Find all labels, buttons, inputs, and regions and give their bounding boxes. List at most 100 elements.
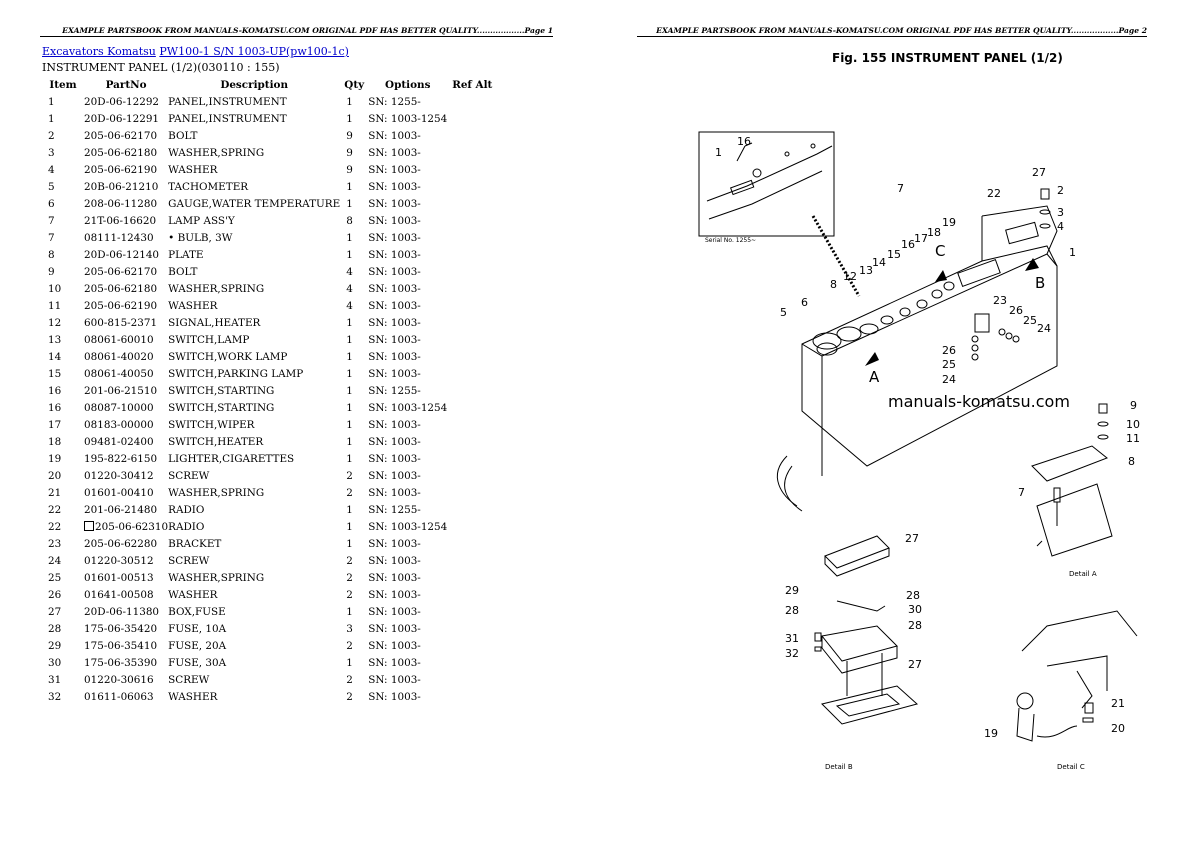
- cell-ref-alt: [447, 535, 497, 552]
- diagram-labels: Fig. 155 INSTRUMENT PANEL (1/2) manuals-…: [705, 51, 1140, 771]
- cell-options: SN: 1003-1254: [368, 520, 448, 533]
- cell-options: SN: 1003-: [368, 350, 421, 363]
- callout-13: 13: [859, 264, 873, 277]
- cell-qty: 1: [346, 605, 353, 618]
- cell-partno: 08111-12430: [84, 231, 154, 244]
- breadcrumb-link-excavators[interactable]: Excavators Komatsu: [42, 45, 156, 58]
- cell-partno: 20D-06-12292: [84, 95, 160, 108]
- cell-item: 28: [48, 622, 62, 635]
- callout-27-holder: 27: [908, 658, 922, 671]
- cell-qty: 9: [346, 129, 353, 142]
- cell-partno: 20B-06-21210: [84, 180, 159, 193]
- cell-item: 16: [48, 401, 62, 414]
- checkbox-mark-icon: [84, 520, 94, 531]
- cell-ref-alt: [447, 484, 497, 501]
- breadcrumb: Excavators Komatsu PW100-1 S/N 1003-UP(p…: [42, 45, 349, 58]
- cell-partno: 21T-06-16620: [84, 214, 157, 227]
- cell-partno: 195-822-6150: [84, 452, 158, 465]
- cell-qty: 1: [346, 418, 353, 431]
- cell-item: 7: [48, 214, 55, 227]
- page-header-right: EXAMPLE PARTSBOOK FROM MANUALS-KOMATSU.C…: [637, 26, 1147, 37]
- page-title: INSTRUMENT PANEL (1/2)(030110 : 155): [42, 61, 280, 74]
- cell-qty: 1: [346, 231, 353, 244]
- cell-qty: 1: [346, 197, 353, 210]
- cell-qty: 1: [346, 384, 353, 397]
- cell-options: SN: 1003-: [368, 537, 421, 550]
- cell-ref-alt: [447, 212, 497, 229]
- cell-options: SN: 1003-: [368, 622, 421, 635]
- cell-item: 5: [48, 180, 55, 193]
- cell-ref-alt: [447, 399, 497, 416]
- cell-item: 1: [48, 112, 55, 125]
- cell-qty: 1: [346, 435, 353, 448]
- cell-qty: 9: [346, 146, 353, 159]
- cell-qty: 8: [346, 214, 353, 227]
- cell-item: 11: [48, 299, 62, 312]
- callout-24-lower: 24: [942, 373, 956, 386]
- cell-qty: 1: [346, 333, 353, 346]
- cell-item: 3: [48, 146, 55, 159]
- callout-23: 23: [993, 294, 1007, 307]
- callout-9: 9: [1130, 399, 1137, 412]
- cell-ref-alt: [447, 586, 497, 603]
- callout-28-b: 28: [785, 604, 799, 617]
- cell-partno: 175-06-35410: [84, 639, 158, 652]
- cell-description: WASHER: [168, 588, 218, 601]
- watermark-text: manuals-komatsu.com: [888, 392, 1070, 411]
- callout-16-inset: 16: [737, 135, 751, 148]
- cell-item: 24: [48, 554, 62, 567]
- cell-item: 31: [48, 673, 62, 686]
- cell-partno: 20D-06-12140: [84, 248, 160, 261]
- cell-item: 20: [48, 469, 62, 482]
- cell-options: SN: 1003-: [368, 231, 421, 244]
- callout-14: 14: [872, 256, 886, 269]
- table-header-row: Item PartNo Description Qty Options Ref …: [42, 76, 497, 93]
- cell-ref-alt: [447, 416, 497, 433]
- cell-options: SN: 1003-: [368, 452, 421, 465]
- cell-item: 14: [48, 350, 62, 363]
- cell-qty: 1: [346, 520, 353, 533]
- cell-options: SN: 1003-: [368, 588, 421, 601]
- cell-description: PANEL,INSTRUMENT: [168, 95, 287, 108]
- cell-qty: 3: [346, 622, 353, 635]
- cell-options: SN: 1003-: [368, 299, 421, 312]
- cell-description: WASHER,SPRING: [168, 486, 265, 499]
- breadcrumb-link-model[interactable]: PW100-1 S/N 1003-UP(pw100-1c): [159, 45, 349, 58]
- cell-options: SN: 1003-: [368, 333, 421, 346]
- cell-qty: 1: [346, 248, 353, 261]
- cell-partno: 205-06-62310: [84, 518, 168, 535]
- cell-options: SN: 1003-: [368, 673, 421, 686]
- exploded-parts-diagram: Fig. 155 INSTRUMENT PANEL (1/2) manuals-…: [698, 51, 1140, 771]
- cell-qty: 1: [346, 350, 353, 363]
- inset-box: [698, 131, 835, 237]
- callout-16: 16: [901, 238, 915, 251]
- cell-options: SN: 1003-: [368, 180, 421, 193]
- callout-31: 31: [785, 632, 799, 645]
- cell-ref-alt: [447, 518, 497, 535]
- cell-options: SN: 1255-: [368, 503, 421, 516]
- cell-partno: 201-06-21510: [84, 384, 158, 397]
- cell-partno: 01220-30412: [84, 469, 154, 482]
- figure-title: Fig. 155 INSTRUMENT PANEL (1/2): [832, 51, 1063, 65]
- cell-description: TACHOMETER: [168, 180, 249, 193]
- cell-item: 12: [48, 316, 62, 329]
- cell-partno: 205-06-62170: [84, 129, 158, 142]
- header-description: Description: [220, 78, 289, 91]
- cell-item: 18: [48, 435, 62, 448]
